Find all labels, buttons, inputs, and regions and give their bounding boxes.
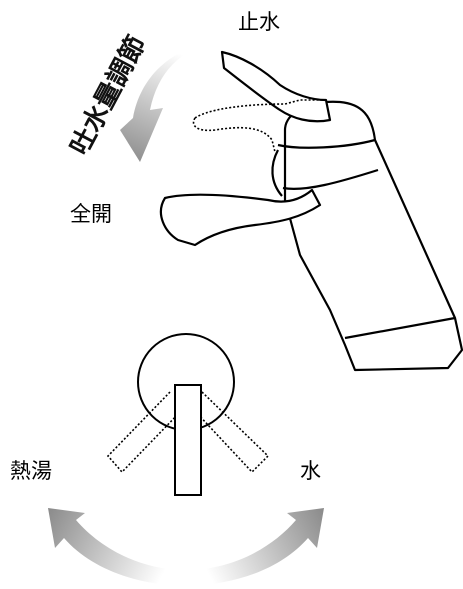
label-stop: 止水 (238, 10, 280, 34)
label-cold-water: 水 (300, 459, 321, 483)
label-hot-water: 熱湯 (10, 459, 52, 483)
faucet-body (159, 50, 463, 372)
temperature-arrow-right (186, 508, 324, 586)
flow-adjust-arrow (120, 42, 215, 162)
lever-top-view (106, 333, 270, 496)
label-full-open: 全開 (70, 202, 112, 226)
temperature-arrow-left (48, 508, 186, 586)
lever-middle-outline (192, 99, 325, 153)
